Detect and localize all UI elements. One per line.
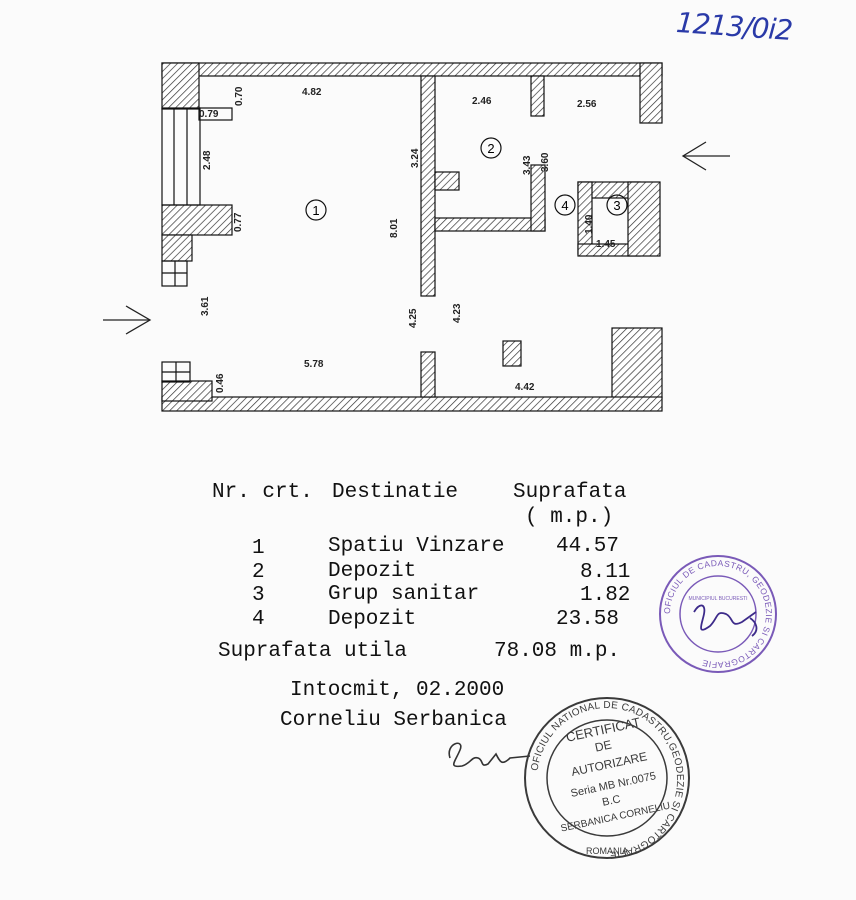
total-value: 78.08 m.p. [494, 640, 621, 663]
row-3-suprafata: 1.82 [580, 584, 631, 607]
author-name: Corneliu Serbanica [280, 709, 507, 732]
room-marker-2: 2 [480, 137, 502, 159]
row-4-destinatie: Depozit [328, 608, 417, 631]
row-1-suprafata: 44.57 [556, 535, 620, 558]
row-4-nr: 4 [252, 608, 265, 631]
total-label: Suprafata utila [218, 640, 408, 663]
top-wall [161, 62, 663, 77]
room-marker-1: 1 [305, 199, 327, 221]
interior-wall-lower [420, 351, 436, 398]
signature [448, 742, 531, 768]
dim-070: 0.70 [234, 86, 245, 106]
author-date: Intocmit, 02.2000 [290, 679, 505, 702]
svg-text:2: 2 [487, 141, 494, 156]
row-2-nr: 2 [252, 561, 265, 584]
svg-text:DE: DE [594, 738, 613, 755]
svg-text:1: 1 [312, 203, 319, 218]
interior-wall-stub [434, 171, 460, 191]
svg-text:MUNICIPIUL BUCURESTI: MUNICIPIUL BUCURESTI [689, 596, 748, 602]
dim-145: 1.45 [596, 239, 616, 250]
interior-wall-vertical [420, 75, 436, 297]
row-2-suprafata: 8.11 [580, 561, 631, 584]
dim-578: 5.78 [304, 359, 324, 370]
header-destinatie: Destinatie [332, 481, 459, 504]
top-window-ledge [198, 107, 233, 121]
dim-079: 0.79 [199, 109, 219, 120]
row-1-nr: 1 [252, 537, 265, 560]
dim-482: 4.82 [302, 87, 322, 98]
interior-wall-mid [530, 164, 546, 232]
dim-801: 8.01 [389, 218, 400, 238]
windows [161, 107, 233, 383]
header-suprafata: Suprafata [513, 481, 627, 504]
dim-140: 1.40 [584, 214, 595, 234]
walls [161, 62, 663, 412]
pillar [502, 340, 522, 367]
row-3-nr: 3 [252, 584, 265, 607]
left-wall-lower [161, 234, 193, 262]
row-4-suprafata: 23.58 [556, 608, 620, 631]
interior-wall-top [530, 75, 545, 117]
purple-stamp: OFICIUL DE CADASTRU, GEODEZIE SI CARTOGR… [659, 555, 777, 673]
header-nr: Nr. crt. [212, 481, 313, 504]
bottom-left-block [161, 380, 213, 402]
row-3-destinatie: Grup sanitar [328, 583, 480, 606]
svg-text:ROMANIA: ROMANIA [586, 846, 628, 856]
room-markers: 1 2 3 4 [305, 137, 628, 221]
dim-246: 2.46 [472, 96, 492, 107]
header-unit: ( m.p.) [525, 506, 614, 529]
left-window [161, 107, 201, 206]
left-wall-block [161, 204, 233, 236]
dim-425: 4.25 [408, 308, 419, 328]
svg-text:3: 3 [613, 198, 620, 213]
svg-text:4: 4 [561, 198, 568, 213]
entrance-arrow-right [681, 141, 730, 171]
row-1-destinatie: Spatiu Vinzare [328, 535, 505, 558]
dim-046: 0.46 [215, 373, 226, 393]
row-2-destinatie: Depozit [328, 560, 417, 583]
room-marker-3: 3 [606, 194, 628, 216]
room-marker-4: 4 [554, 194, 576, 216]
dim-077: 0.77 [233, 212, 244, 232]
dim-360: 3.60 [540, 152, 551, 172]
bottom-wall [161, 396, 663, 412]
interior-wall-horizontal [434, 217, 546, 232]
svg-text:B.C: B.C [601, 793, 621, 809]
dim-442: 4.42 [515, 382, 535, 393]
dim-256: 2.56 [577, 99, 597, 110]
entrance-arrow-left [103, 305, 152, 335]
dim-361: 3.61 [200, 296, 211, 316]
top-right-block [639, 62, 663, 124]
certification-stamp: OFICIUL NATIONAL DE CADASTRU,GEODEZIE SI… [524, 697, 690, 860]
dim-343: 3.43 [522, 155, 533, 175]
dimension-labels: 0.79 0.70 4.82 2.46 2.56 2.48 3.24 3.43 … [199, 86, 616, 393]
dim-423: 4.23 [452, 303, 463, 323]
top-left-block [161, 62, 200, 110]
right-wall-lower [611, 327, 663, 399]
bath-wall-right [627, 181, 661, 257]
dim-324: 3.24 [410, 148, 421, 168]
dim-248: 2.48 [202, 150, 213, 170]
